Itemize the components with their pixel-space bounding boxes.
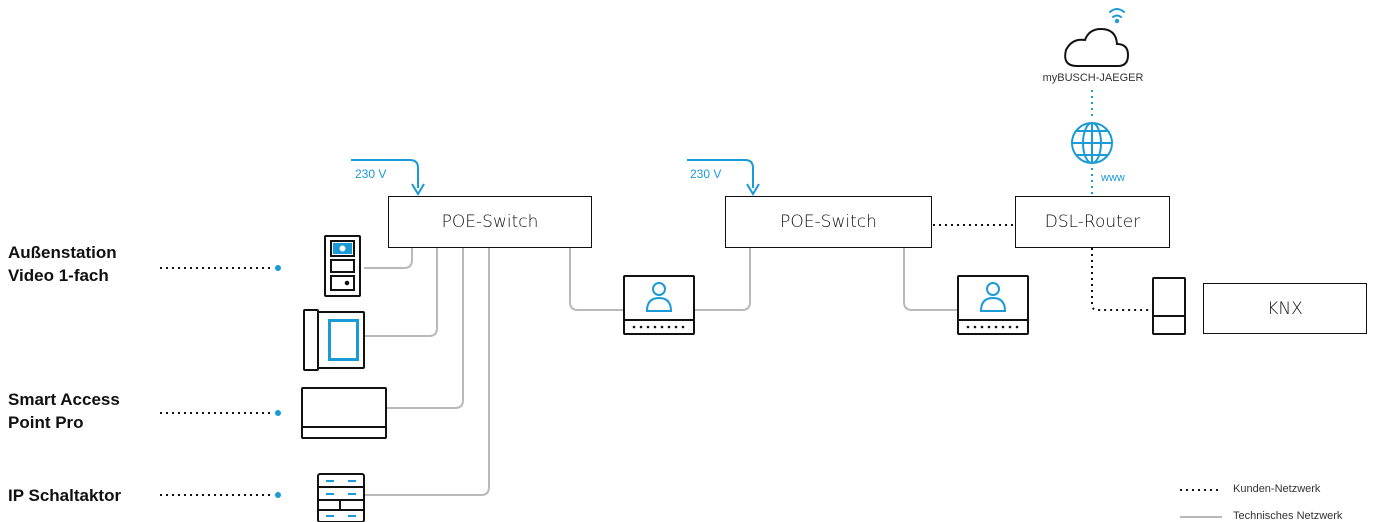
- power-arrows: [351, 159, 760, 196]
- ip-actuator-icon: [317, 473, 365, 522]
- knx-box: KNX: [1203, 283, 1367, 334]
- cloud-label: myBUSCH-JAEGER: [1042, 72, 1144, 84]
- dsl-router-box: DSL-Router: [1015, 196, 1170, 248]
- power-arrow-1: [351, 159, 419, 188]
- pointer-dot-1: [275, 265, 281, 271]
- indoor-panel-icon-1: [623, 275, 695, 335]
- pointer-dot-2: [275, 410, 281, 416]
- poe-switch-1-box: POE-Switch: [388, 196, 592, 248]
- www-label: www: [1101, 172, 1125, 184]
- poe-switch-2-box: POE-Switch: [725, 196, 932, 248]
- poe-switch-2-label: POE-Switch: [780, 212, 877, 232]
- poe-switch-1-label: POE-Switch: [441, 212, 539, 232]
- line-router-knx-device: [1091, 248, 1152, 311]
- voltage-label-2: 230 V: [690, 167, 722, 181]
- line-switch2-panel1: [694, 248, 751, 311]
- indoor-phone-icon: [303, 309, 365, 371]
- line-switch1-access-point: [386, 248, 464, 409]
- power-arrow-2: [687, 159, 754, 188]
- knx-label: KNX: [1267, 298, 1303, 319]
- power-arrowhead-2: [746, 183, 760, 196]
- indoor-panel-icon-2: [957, 275, 1029, 335]
- legend-technical-network: Technisches Netzwerk: [1233, 510, 1343, 522]
- wifi-icon: [1109, 8, 1125, 24]
- line-switch1-ip-actuator: [364, 248, 490, 496]
- technical-lines: [364, 248, 958, 496]
- line-switch1-indoor-phone: [364, 248, 438, 337]
- outdoor-station-label: Außenstation Video 1-fach: [8, 243, 117, 285]
- ip-actuator-label: IP Schaltaktor: [8, 486, 122, 505]
- power-arrowhead-1: [411, 183, 425, 196]
- globe-icon: [1071, 122, 1113, 164]
- outdoor-station-icon: [324, 235, 361, 297]
- access-point-icon: [301, 387, 387, 439]
- dsl-router-label: DSL-Router: [1044, 212, 1141, 232]
- line-switch1-panel1: [569, 248, 624, 311]
- cloud-icon: [1064, 27, 1130, 67]
- knx-gateway-icon: [1152, 277, 1186, 335]
- access-point-label: Smart Access Point Pro: [8, 390, 120, 432]
- legend-customer-network: Kunden-Netzwerk: [1233, 483, 1321, 495]
- pointer-dot-3: [275, 492, 281, 498]
- customer-lines: [160, 224, 1222, 496]
- voltage-label-1: 230 V: [355, 167, 387, 181]
- line-switch1-outdoor-station: [364, 248, 413, 269]
- line-switch2-panel2: [903, 248, 958, 311]
